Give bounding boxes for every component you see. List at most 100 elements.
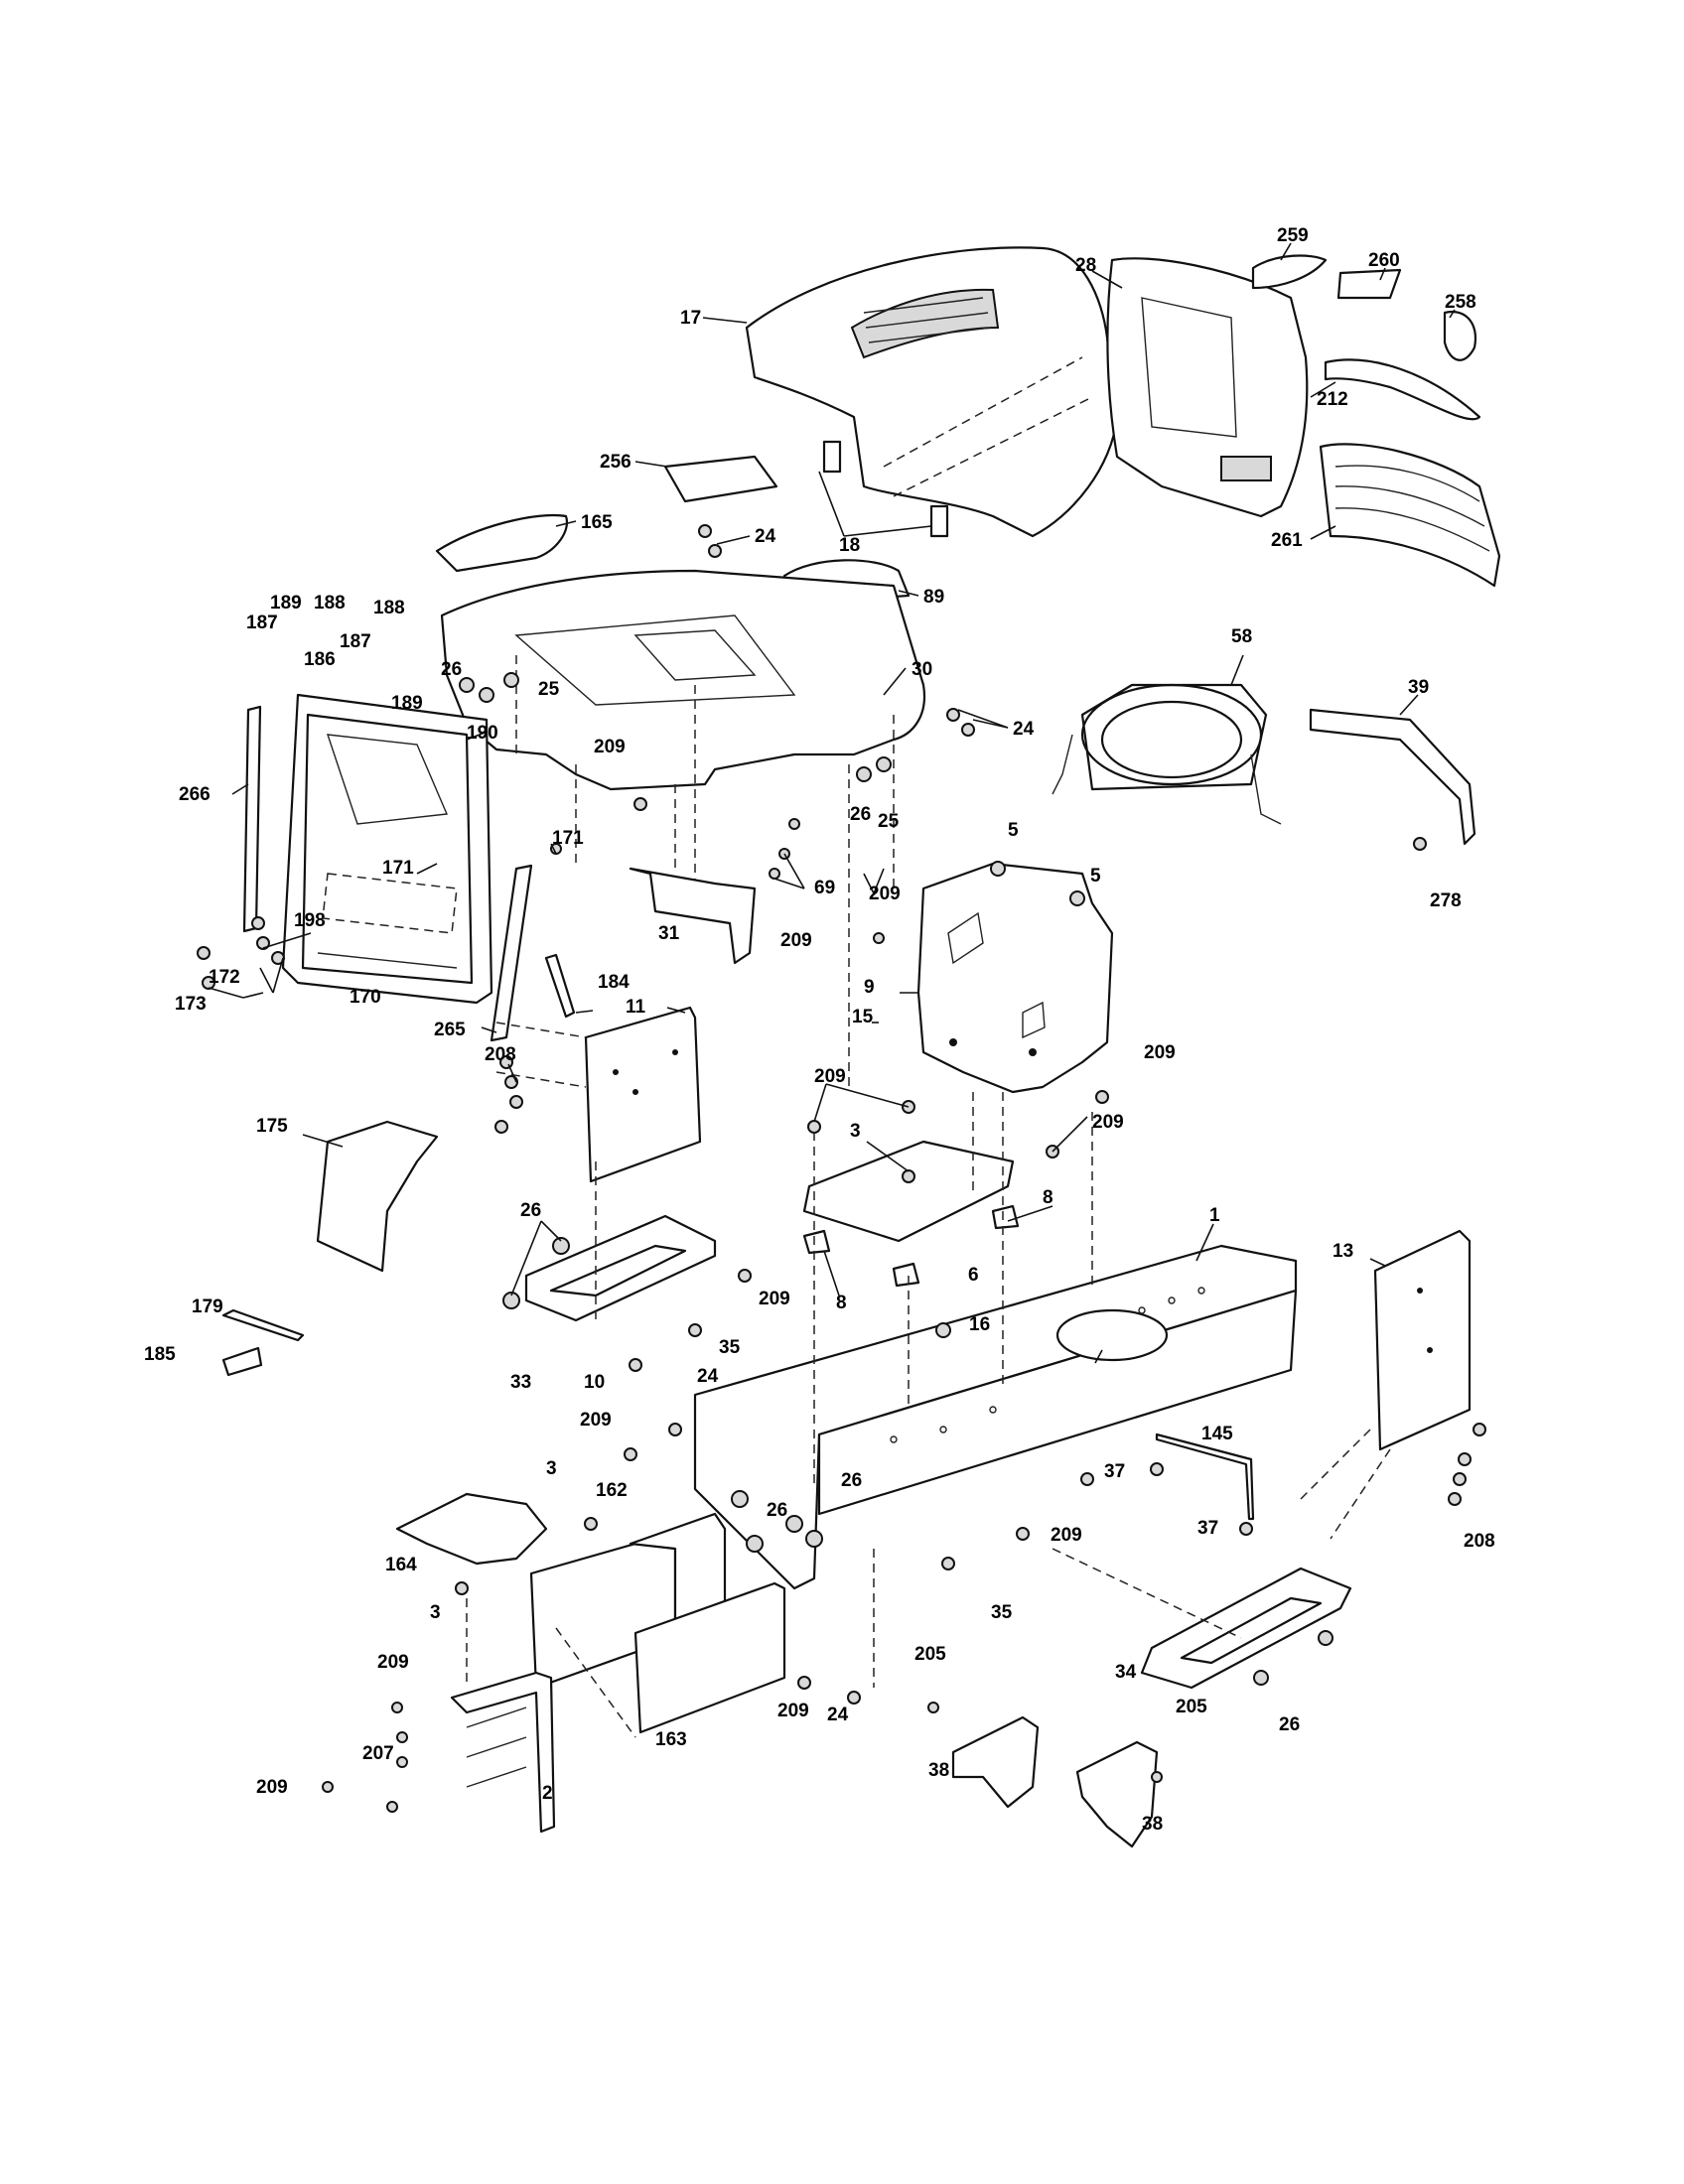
bracket-part-31 xyxy=(629,867,757,965)
callout-209c: 209 xyxy=(780,930,812,951)
callout-13: 13 xyxy=(1333,1241,1353,1262)
callout-35b: 35 xyxy=(991,1602,1013,1623)
callout-198: 198 xyxy=(294,910,326,931)
callout-89: 89 xyxy=(923,587,944,608)
callout-8b: 8 xyxy=(836,1293,847,1313)
callout-26b: 26 xyxy=(850,804,871,825)
callout-9: 9 xyxy=(864,977,875,998)
callout-209l: 209 xyxy=(256,1777,288,1798)
callout-26f: 26 xyxy=(1279,1714,1300,1735)
callout-18: 18 xyxy=(839,535,860,556)
callout-31: 31 xyxy=(658,923,680,944)
callout-187b: 187 xyxy=(340,631,371,652)
fan-shroud-part xyxy=(1052,683,1282,825)
hood-insert-part xyxy=(822,440,842,474)
grille-part xyxy=(1319,443,1501,588)
bracket-part-2 xyxy=(450,1671,556,1834)
rod-part-145 xyxy=(1155,1433,1255,1521)
hood-insert-part-2 xyxy=(929,504,949,538)
callout-163: 163 xyxy=(655,1729,687,1750)
lever-part-179 xyxy=(221,1308,305,1342)
callout-1: 1 xyxy=(1209,1205,1220,1226)
bracket-part-38a xyxy=(951,1715,1040,1809)
callout-209d: 209 xyxy=(1144,1042,1176,1063)
footrest-part-33 xyxy=(524,1214,717,1322)
callout-209a: 209 xyxy=(594,737,626,757)
hood-part xyxy=(745,246,1119,538)
callout-173: 173 xyxy=(175,994,207,1015)
callout-265: 265 xyxy=(434,1020,466,1040)
callout-6: 6 xyxy=(968,1265,979,1286)
trim-part-212 xyxy=(1324,358,1481,421)
callout-2: 2 xyxy=(542,1783,553,1804)
callout-3c: 3 xyxy=(430,1602,441,1623)
callout-190: 190 xyxy=(467,723,498,744)
strip-part-266 xyxy=(242,705,262,933)
callout-256: 256 xyxy=(600,452,632,473)
callout-205b: 205 xyxy=(1176,1697,1207,1717)
callout-3a: 3 xyxy=(850,1121,861,1142)
callout-24d: 24 xyxy=(827,1705,849,1725)
cover-part-256 xyxy=(663,455,778,503)
callout-205a: 205 xyxy=(914,1644,946,1665)
callout-209e: 209 xyxy=(814,1066,846,1087)
callout-26e: 26 xyxy=(767,1500,787,1521)
callout-258: 258 xyxy=(1445,292,1476,313)
callout-209b: 209 xyxy=(869,884,901,904)
firewall-part xyxy=(916,862,1114,1094)
callout-38b: 38 xyxy=(1142,1814,1163,1835)
callout-37b: 37 xyxy=(1197,1518,1218,1539)
callout-209h: 209 xyxy=(580,1410,612,1431)
callout-28: 28 xyxy=(1075,255,1096,276)
callout-209k: 209 xyxy=(777,1701,809,1721)
plate-part-6 xyxy=(802,1140,1020,1288)
callout-209i: 209 xyxy=(1051,1525,1082,1546)
callout-5a: 5 xyxy=(1008,820,1019,841)
callout-189a: 189 xyxy=(270,593,302,614)
callout-labels: 259 260 28 258 17 212 256 261 165 24 18 … xyxy=(144,225,1495,1835)
callout-278: 278 xyxy=(1430,890,1462,911)
side-panel-part-13 xyxy=(1373,1229,1472,1451)
side-panel-part-11 xyxy=(495,1006,702,1183)
callout-184: 184 xyxy=(598,972,630,993)
frame-part xyxy=(693,1244,1298,1590)
strip-part-265 xyxy=(490,864,533,1042)
callout-209j: 209 xyxy=(377,1652,409,1673)
callout-207: 207 xyxy=(362,1743,394,1764)
callout-171a: 171 xyxy=(552,828,584,849)
callout-187a: 187 xyxy=(246,613,278,633)
callout-172: 172 xyxy=(209,967,240,988)
callout-185: 185 xyxy=(144,1344,176,1365)
callout-179: 179 xyxy=(192,1297,223,1317)
callout-24c: 24 xyxy=(697,1366,719,1387)
footrest-part-34 xyxy=(1140,1567,1352,1690)
callout-37a: 37 xyxy=(1104,1461,1125,1482)
callout-34: 34 xyxy=(1115,1662,1137,1683)
callout-25a: 25 xyxy=(538,679,560,700)
alignment-lines xyxy=(466,764,1391,1738)
callout-15: 15 xyxy=(852,1007,874,1027)
callout-162: 162 xyxy=(596,1480,628,1501)
callout-10: 10 xyxy=(584,1372,605,1393)
callout-33: 33 xyxy=(510,1372,531,1393)
callout-30: 30 xyxy=(912,659,932,680)
callout-171b: 171 xyxy=(382,858,414,879)
grille-housing-part xyxy=(1106,257,1309,518)
grip-part-185 xyxy=(221,1346,263,1377)
callout-208b: 208 xyxy=(1464,1531,1495,1552)
callout-266: 266 xyxy=(179,784,210,805)
callout-26d: 26 xyxy=(841,1470,862,1491)
bracket-part-38b xyxy=(1075,1740,1159,1848)
bracket-part-164 xyxy=(395,1492,548,1566)
callout-25b: 25 xyxy=(878,811,900,832)
callout-5b: 5 xyxy=(1090,866,1101,887)
callout-58: 58 xyxy=(1231,626,1252,647)
callout-209f: 209 xyxy=(1092,1112,1124,1133)
callout-26a: 26 xyxy=(441,659,462,680)
callout-188b: 188 xyxy=(373,598,405,618)
callout-260: 260 xyxy=(1368,250,1400,271)
callout-188a: 188 xyxy=(314,593,346,614)
callout-38a: 38 xyxy=(928,1760,949,1781)
cover-part-175 xyxy=(316,1120,439,1273)
